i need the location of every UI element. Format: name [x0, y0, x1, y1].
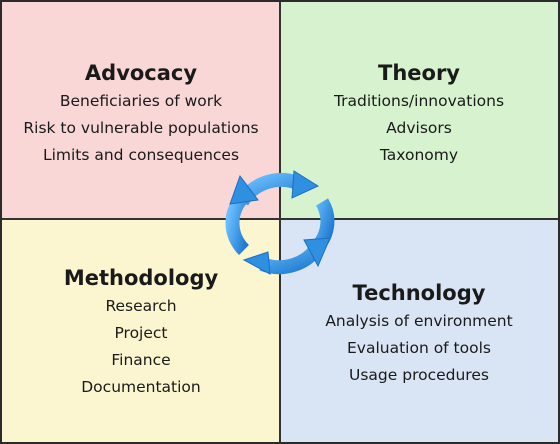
cycle-arrowhead-top-left [229, 174, 259, 205]
technology-item: Analysis of environment [325, 312, 513, 330]
theory-item: Traditions/innovations [333, 92, 505, 110]
technology-item: Evaluation of tools [346, 339, 491, 357]
methodology-title: Methodology [63, 266, 219, 290]
quadrant-methodology-background [2, 219, 280, 442]
methodology-item: Documentation [81, 378, 201, 396]
advocacy-title: Advocacy [84, 61, 198, 85]
advocacy-item: Limits and consequences [42, 146, 240, 164]
quadrant-theory-background [280, 2, 558, 219]
technology-block: Technology Analysis of environment Evalu… [280, 279, 558, 389]
cycle-arrowhead-top-right [291, 170, 320, 199]
methodology-block: Methodology Research Project Finance Doc… [2, 264, 280, 401]
circular-arrows-icon [225, 170, 335, 275]
cycle-arc-left [225, 191, 250, 255]
technology-item: Usage procedures [349, 366, 489, 384]
quadrant-advocacy-background [2, 2, 280, 219]
advocacy-block: Advocacy Beneficiaries of work Risk to v… [2, 59, 280, 169]
cycle-arrowhead-bottom-right [303, 237, 331, 268]
theory-title: Theory [378, 61, 460, 85]
horizontal-divider [2, 218, 558, 220]
theory-block: Theory Traditions/innovations Advisors T… [280, 59, 558, 169]
cycle-arrowhead-bottom-left [242, 251, 271, 275]
advocacy-item: Beneficiaries of work [59, 92, 223, 110]
methodology-item: Project [114, 324, 168, 342]
theory-item: Taxonomy [379, 146, 459, 164]
theory-item: Advisors [386, 119, 452, 137]
vertical-divider [279, 2, 281, 442]
technology-title: Technology [352, 281, 486, 305]
methodology-item: Finance [111, 351, 171, 369]
advocacy-item: Risk to vulnerable populations [23, 119, 259, 137]
quadrant-technology-background [280, 219, 558, 442]
methodology-item: Research [105, 297, 177, 315]
